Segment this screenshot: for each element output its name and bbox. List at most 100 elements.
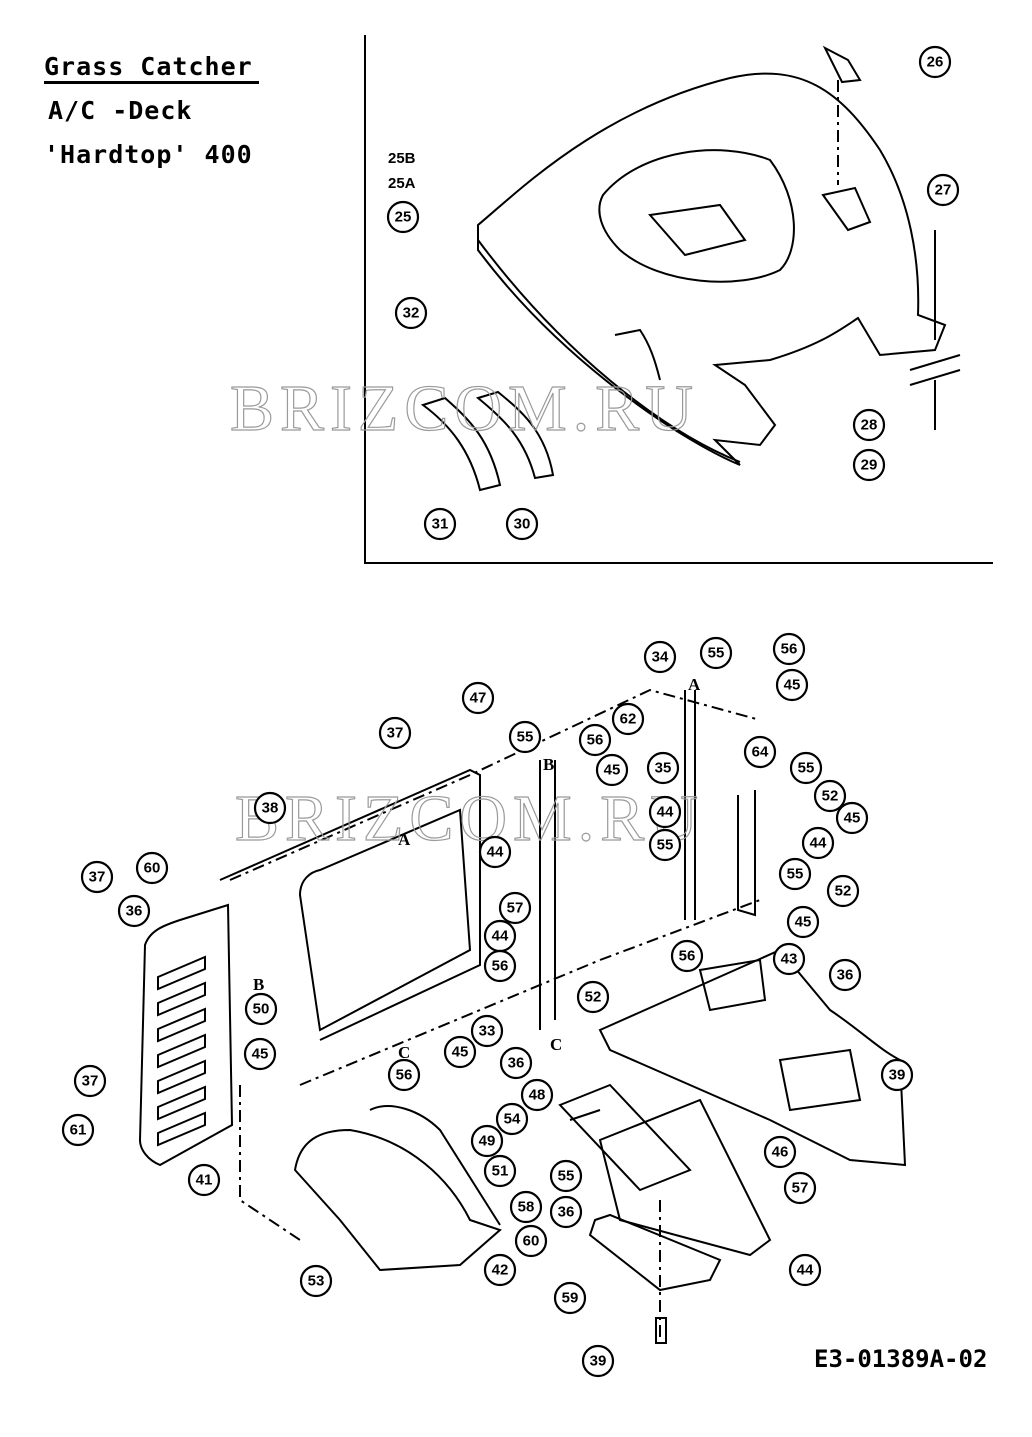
bottom-callout-33: 33 xyxy=(470,1014,504,1048)
callout-circle xyxy=(699,636,733,670)
bottom-callout-55: 55 xyxy=(789,751,823,785)
top-callout-25: 25 xyxy=(386,200,420,234)
callout-circle xyxy=(549,1195,583,1229)
callout-circle xyxy=(514,1224,548,1258)
callout-number: 36 xyxy=(837,967,854,984)
bottom-callout-60: 60 xyxy=(135,851,169,885)
callout-circle xyxy=(117,894,151,928)
grille-slot xyxy=(157,1059,206,1095)
callout-number: 55 xyxy=(787,866,804,883)
callout-circle xyxy=(788,1253,822,1287)
callout-number: 52 xyxy=(822,788,839,805)
callout-number: 37 xyxy=(387,725,404,742)
bottom-callout-38: 38 xyxy=(253,791,287,825)
callout-circle xyxy=(423,507,457,541)
callout-circle xyxy=(73,1064,107,1098)
callout-circle xyxy=(772,632,806,666)
top-callout-31: 31 xyxy=(423,507,457,541)
callout-number: 45 xyxy=(795,914,812,931)
callout-circle xyxy=(643,640,677,674)
bottom-callout-50: 50 xyxy=(244,992,278,1026)
bottom-callout-45: 45 xyxy=(775,668,809,702)
bottom-callout-41: 41 xyxy=(187,1163,221,1197)
grille-slot xyxy=(157,1111,206,1147)
bottom-callout-56: 56 xyxy=(578,723,612,757)
callout-number: 36 xyxy=(508,1055,525,1072)
hood-part xyxy=(420,45,961,492)
bottom-callout-36: 36 xyxy=(549,1195,583,1229)
callout-number: 28 xyxy=(861,417,878,434)
callout-circle xyxy=(61,1113,95,1147)
callout-circle xyxy=(670,939,704,973)
callout-number: 39 xyxy=(590,1353,607,1370)
callout-circle xyxy=(80,860,114,894)
reference-letter-c: C xyxy=(550,1035,562,1054)
callout-number: 60 xyxy=(144,860,161,877)
callout-number: 35 xyxy=(655,760,672,777)
bottom-callout-37: 37 xyxy=(73,1064,107,1098)
callout-number: 61 xyxy=(70,1122,87,1139)
callout-number: 58 xyxy=(518,1199,535,1216)
callout-number: 31 xyxy=(432,516,449,533)
callout-number: 44 xyxy=(657,804,674,821)
inset-frame xyxy=(364,35,993,564)
callout-circle xyxy=(508,720,542,754)
bottom-callout-45: 45 xyxy=(243,1037,277,1071)
callout-number: 51 xyxy=(492,1163,509,1180)
bottom-callout-51: 51 xyxy=(483,1154,517,1188)
callout-circle xyxy=(299,1264,333,1298)
callout-circle xyxy=(918,45,952,79)
callout-circle xyxy=(483,1253,517,1287)
top-callout-32: 32 xyxy=(394,296,428,330)
variant-label-25b: 25B xyxy=(388,150,416,167)
callout-circle xyxy=(478,835,512,869)
callout-circle xyxy=(187,1163,221,1197)
callout-number: 42 xyxy=(492,1262,509,1279)
callout-circle xyxy=(394,296,428,330)
callout-circle xyxy=(505,507,539,541)
callout-number: 45 xyxy=(604,762,621,779)
callout-number: 43 xyxy=(781,951,798,968)
bottom-callout-44: 44 xyxy=(478,835,512,869)
grille-slot xyxy=(157,1085,206,1121)
bottom-callout-64: 64 xyxy=(743,735,777,769)
callout-number: 44 xyxy=(810,835,827,852)
callout-number: 39 xyxy=(889,1067,906,1084)
callout-number: 57 xyxy=(792,1180,809,1197)
callout-number: 54 xyxy=(504,1111,521,1128)
bottom-callout-61: 61 xyxy=(61,1113,95,1147)
callout-number: 55 xyxy=(657,837,674,854)
bottom-callout-57: 57 xyxy=(498,891,532,925)
bottom-callout-55: 55 xyxy=(699,636,733,670)
callout-circle xyxy=(611,702,645,736)
callout-number: 26 xyxy=(927,54,944,71)
grille-slot xyxy=(157,1033,206,1069)
bottom-callout-62: 62 xyxy=(611,702,645,736)
callout-number: 46 xyxy=(772,1144,789,1161)
callout-number: 30 xyxy=(514,516,531,533)
callout-circle xyxy=(778,857,812,891)
bottom-callout-44: 44 xyxy=(483,919,517,953)
callout-number: 57 xyxy=(507,900,524,917)
callout-circle xyxy=(576,980,610,1014)
bottom-callout-57: 57 xyxy=(783,1171,817,1205)
callout-number: 59 xyxy=(562,1290,579,1307)
callout-number: 55 xyxy=(798,760,815,777)
callout-circle xyxy=(509,1190,543,1224)
bottom-callout-56: 56 xyxy=(483,949,517,983)
reference-letter-b: B xyxy=(543,755,554,774)
callout-circle xyxy=(595,753,629,787)
bottom-callout-37: 37 xyxy=(80,860,114,894)
callout-number: 41 xyxy=(196,1172,213,1189)
callout-circle xyxy=(386,200,420,234)
callout-circle xyxy=(135,851,169,885)
callout-number: 56 xyxy=(492,958,509,975)
callout-circle xyxy=(553,1281,587,1315)
top-callout-27: 27 xyxy=(926,173,960,207)
bottom-callout-58: 58 xyxy=(509,1190,543,1224)
bottom-callout-44: 44 xyxy=(788,1253,822,1287)
callout-number: 52 xyxy=(835,883,852,900)
callout-circle xyxy=(852,448,886,482)
bottom-callout-45: 45 xyxy=(595,753,629,787)
callout-circle xyxy=(495,1102,529,1136)
